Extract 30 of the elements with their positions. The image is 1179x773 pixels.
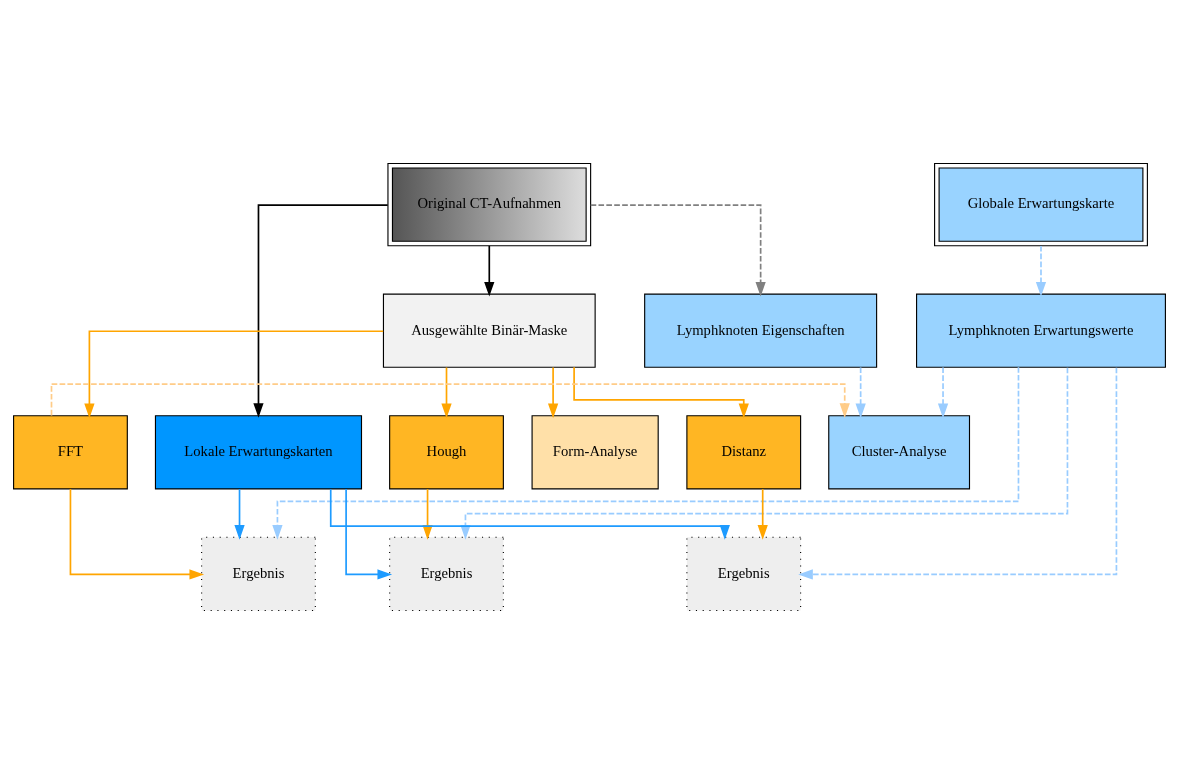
node-box: Lymphknoten Erwartungswerte xyxy=(916,293,1166,368)
arrow xyxy=(84,329,384,418)
arrow xyxy=(573,366,749,418)
arrow xyxy=(441,366,452,418)
arrow xyxy=(484,244,495,297)
arrow xyxy=(589,203,766,297)
node-box: Cluster-Analyse xyxy=(828,414,971,489)
arrow xyxy=(798,366,1118,580)
node-box: Lokale Erwartungskarten xyxy=(154,414,363,489)
node-box: Hough xyxy=(389,414,504,489)
arrow xyxy=(547,366,559,418)
node-box: Form-Analyse xyxy=(531,414,659,489)
node-box: Original CT-Aufnahmen xyxy=(387,162,592,246)
node-box: Ergebnis xyxy=(686,536,802,611)
arrow xyxy=(69,487,205,580)
node-box: Ausgewählte Binär-Maske xyxy=(382,293,596,368)
arrow xyxy=(937,366,949,418)
arrow xyxy=(234,487,245,540)
arrow xyxy=(757,487,768,540)
node-box: Lymphknoten Eigenschaften xyxy=(644,293,878,368)
arrow xyxy=(50,382,850,418)
arrow xyxy=(345,487,393,580)
arrow xyxy=(855,366,866,418)
arrow xyxy=(1035,244,1047,297)
node-box: FFT xyxy=(13,414,128,489)
node-box: Ergebnis xyxy=(201,536,316,611)
node-box: Ergebnis xyxy=(389,536,504,611)
arrow xyxy=(253,203,389,418)
node-box: Distanz xyxy=(686,414,802,489)
node-box: Globale Erwartungskarte xyxy=(934,162,1148,246)
